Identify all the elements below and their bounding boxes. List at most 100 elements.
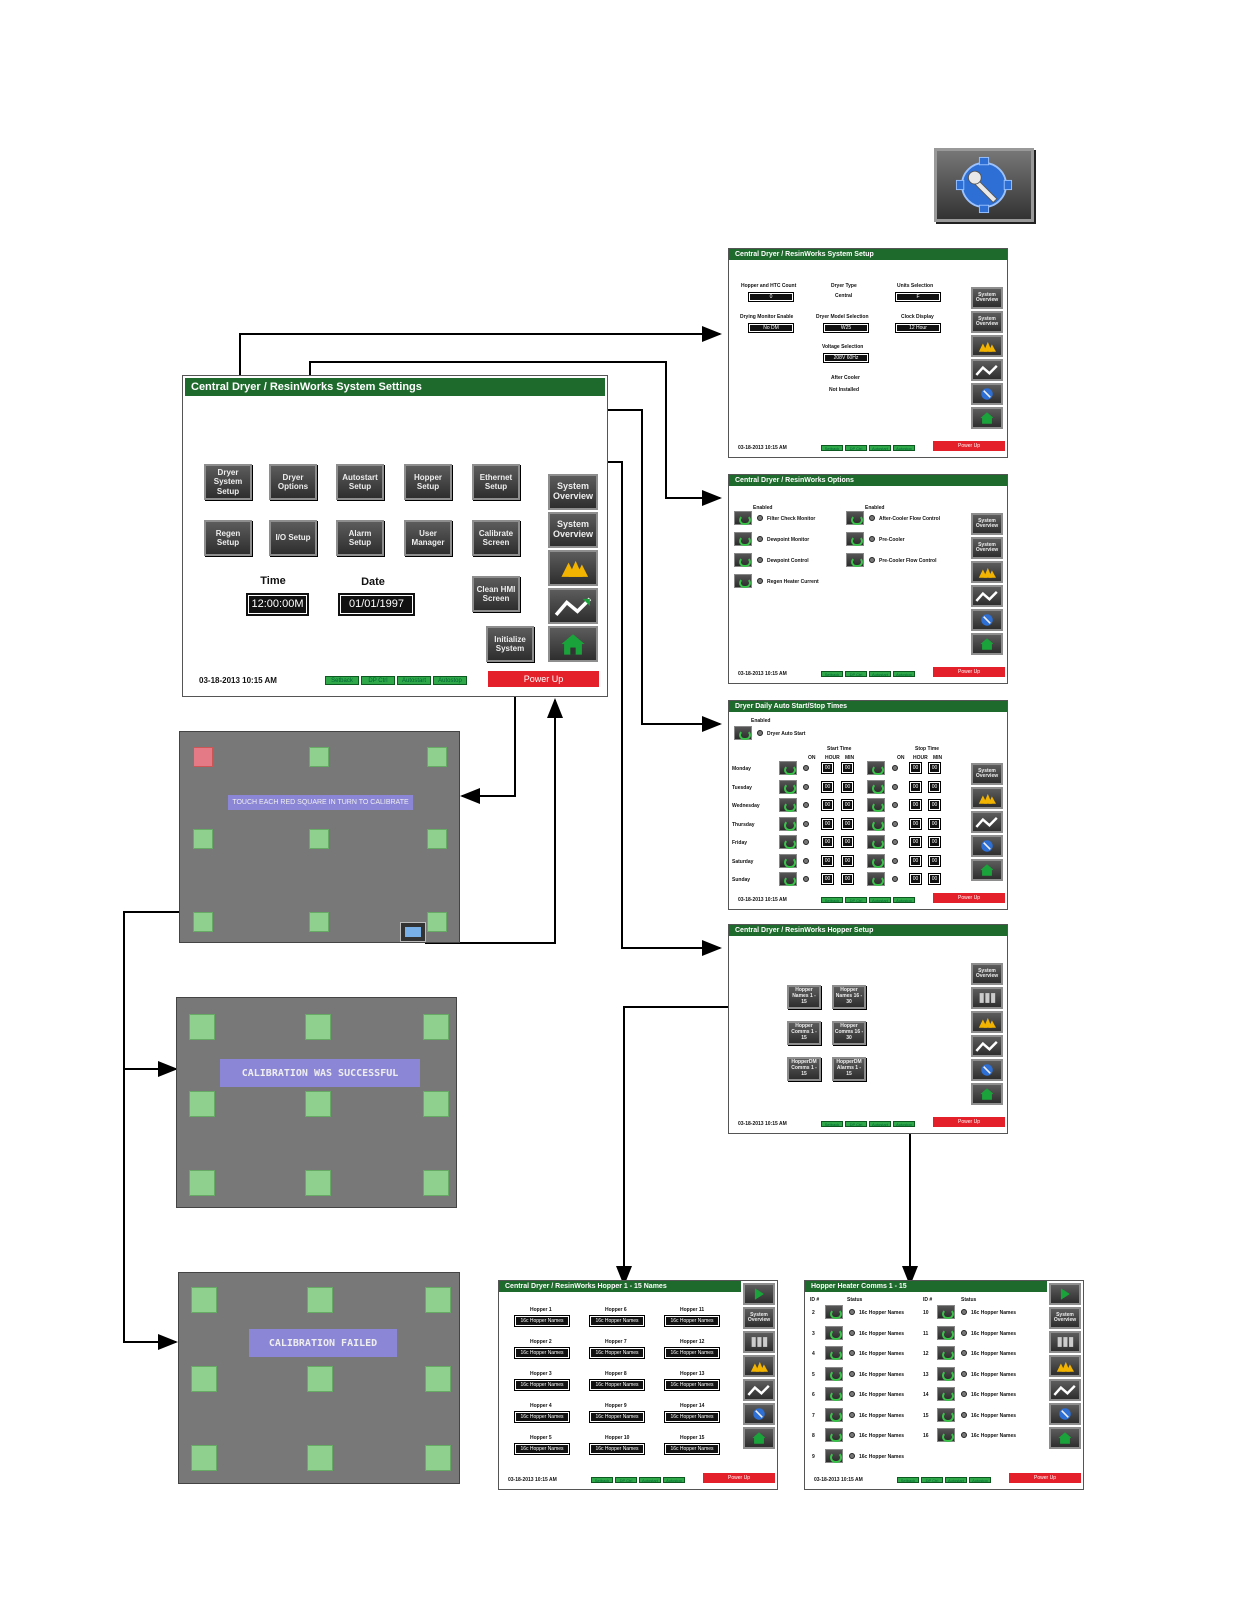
option-toggle[interactable]	[846, 553, 864, 568]
start-toggle[interactable]	[779, 872, 797, 887]
power-up-button[interactable]: Power Up	[933, 1117, 1005, 1127]
hopper-name-field[interactable]: 16c Hopper Names	[589, 1411, 645, 1423]
hoppers-icon[interactable]	[971, 987, 1003, 1009]
start-hour-field[interactable]: 00	[821, 836, 834, 848]
units-field[interactable]: F	[895, 292, 941, 302]
stop-min-field[interactable]: 00	[928, 854, 941, 867]
stop-hour-field[interactable]: 00	[909, 873, 922, 885]
stop-toggle[interactable]	[867, 872, 885, 887]
stop-toggle[interactable]	[867, 853, 885, 868]
alarm-setup-button[interactable]: Alarm Setup	[336, 520, 384, 556]
hopper-htc-field[interactable]: 0	[748, 292, 794, 302]
stop-toggle[interactable]	[867, 779, 885, 794]
io-setup-button[interactable]: I/O Setup	[269, 520, 317, 556]
power-up-button[interactable]: Power Up	[933, 667, 1005, 677]
regen-setup-button[interactable]: Regen Setup	[204, 520, 252, 556]
stop-toggle[interactable]	[867, 798, 885, 813]
hopper-name-field[interactable]: 16c Hopper Names	[514, 1315, 570, 1327]
hopper-name-field[interactable]: 16c Hopper Names	[589, 1315, 645, 1327]
system-overview-button[interactable]: System Overview	[971, 537, 1003, 559]
power-up-button[interactable]: Power Up	[933, 893, 1005, 903]
start-hour-field[interactable]: 00	[821, 799, 834, 811]
comm-toggle[interactable]	[825, 1387, 843, 1402]
system-overview-button[interactable]: System Overview	[743, 1307, 775, 1329]
comm-toggle[interactable]	[825, 1366, 843, 1381]
trend-arrows-icon[interactable]	[971, 585, 1003, 607]
auto-start-toggle[interactable]	[734, 726, 752, 741]
comm-toggle[interactable]	[825, 1325, 843, 1340]
hoppers-icon[interactable]	[743, 1331, 775, 1353]
alarm-warning-icon[interactable]	[971, 335, 1003, 357]
system-overview-button[interactable]: System Overview	[971, 311, 1003, 333]
option-toggle[interactable]	[734, 574, 752, 589]
dryer-options-button[interactable]: Dryer Options	[269, 464, 317, 500]
stop-min-field[interactable]: 00	[928, 836, 941, 848]
start-hour-field[interactable]: 00	[821, 817, 834, 830]
home-icon[interactable]	[971, 633, 1003, 655]
home-icon[interactable]	[743, 1427, 775, 1449]
calibration-target-red[interactable]	[193, 747, 213, 767]
wrench-icon[interactable]	[971, 1059, 1003, 1081]
start-min-field[interactable]: 00	[841, 854, 854, 867]
hopper-name-field[interactable]: 16c Hopper Names	[664, 1315, 720, 1327]
start-min-field[interactable]: 00	[841, 817, 854, 830]
voltage-field[interactable]: 208V 60Hz	[823, 353, 869, 363]
trend-arrows-icon[interactable]	[548, 588, 598, 624]
start-min-field[interactable]: 00	[841, 780, 854, 793]
start-toggle[interactable]	[779, 853, 797, 868]
alarm-warning-icon[interactable]	[971, 1011, 1003, 1033]
comm-toggle[interactable]	[825, 1305, 843, 1320]
start-toggle[interactable]	[779, 816, 797, 831]
stop-hour-field[interactable]: 00	[909, 854, 922, 867]
stop-min-field[interactable]: 00	[928, 780, 941, 793]
wrench-icon[interactable]	[1049, 1403, 1081, 1425]
start-min-field[interactable]: 00	[841, 836, 854, 848]
alarm-warning-icon[interactable]	[1049, 1355, 1081, 1377]
hopper-comms-1-15-button[interactable]: Hopper Comms 1 - 15	[787, 1021, 821, 1045]
trend-arrows-icon[interactable]	[971, 359, 1003, 381]
comm-toggle[interactable]	[937, 1407, 955, 1422]
calibration-target[interactable]	[427, 829, 447, 849]
system-overview-button[interactable]: System Overview	[548, 512, 598, 548]
clock-display-field[interactable]: 12 Hour	[895, 323, 941, 333]
calibration-target[interactable]	[193, 829, 213, 849]
start-min-field[interactable]: 00	[841, 799, 854, 811]
hopper-setup-button[interactable]: Hopper Setup	[404, 464, 452, 500]
hopper-names-1-15-button[interactable]: Hopper Names 1 - 15	[787, 985, 821, 1009]
comm-toggle[interactable]	[825, 1448, 843, 1463]
start-min-field[interactable]: 00	[841, 873, 854, 885]
power-up-button[interactable]: Power Up	[933, 441, 1005, 451]
hopper-name-field[interactable]: 16c Hopper Names	[664, 1411, 720, 1423]
hopper-name-field[interactable]: 16c Hopper Names	[514, 1347, 570, 1359]
ethernet-setup-button[interactable]: Ethernet Setup	[472, 464, 520, 500]
home-icon[interactable]	[971, 859, 1003, 881]
comm-toggle[interactable]	[937, 1305, 955, 1320]
start-toggle[interactable]	[779, 835, 797, 850]
alarm-warning-icon[interactable]	[971, 787, 1003, 809]
hopperdm-comms-1-15-button[interactable]: HopperDM Comms 1 - 15	[787, 1057, 821, 1081]
power-up-button[interactable]: Power Up	[703, 1473, 775, 1483]
stop-hour-field[interactable]: 00	[909, 762, 922, 774]
option-toggle[interactable]	[734, 532, 752, 547]
calibrate-screen-button[interactable]: Calibrate Screen	[472, 520, 520, 556]
start-hour-field[interactable]: 00	[821, 780, 834, 793]
calibration-target[interactable]	[309, 829, 329, 849]
hopper-comms-16-30-button[interactable]: Hopper Comms 16 - 30	[832, 1021, 866, 1045]
comm-toggle[interactable]	[937, 1387, 955, 1402]
start-toggle[interactable]	[779, 779, 797, 794]
home-icon[interactable]	[548, 626, 598, 662]
stop-hour-field[interactable]: 00	[909, 836, 922, 848]
home-icon[interactable]	[971, 1083, 1003, 1105]
wrench-icon[interactable]	[971, 383, 1003, 405]
system-overview-button[interactable]: System Overview	[971, 287, 1003, 309]
option-toggle[interactable]	[734, 553, 752, 568]
forward-arrow-icon[interactable]	[1049, 1283, 1081, 1305]
stop-hour-field[interactable]: 00	[909, 780, 922, 793]
calibration-target[interactable]	[309, 912, 329, 932]
hopper-name-field[interactable]: 16c Hopper Names	[664, 1347, 720, 1359]
calibration-target[interactable]	[427, 912, 447, 932]
system-overview-button[interactable]: System Overview	[548, 474, 598, 510]
home-icon[interactable]	[1049, 1427, 1081, 1449]
hopper-names-16-30-button[interactable]: Hopper Names 16 - 30	[832, 985, 866, 1009]
stop-min-field[interactable]: 00	[928, 873, 941, 885]
